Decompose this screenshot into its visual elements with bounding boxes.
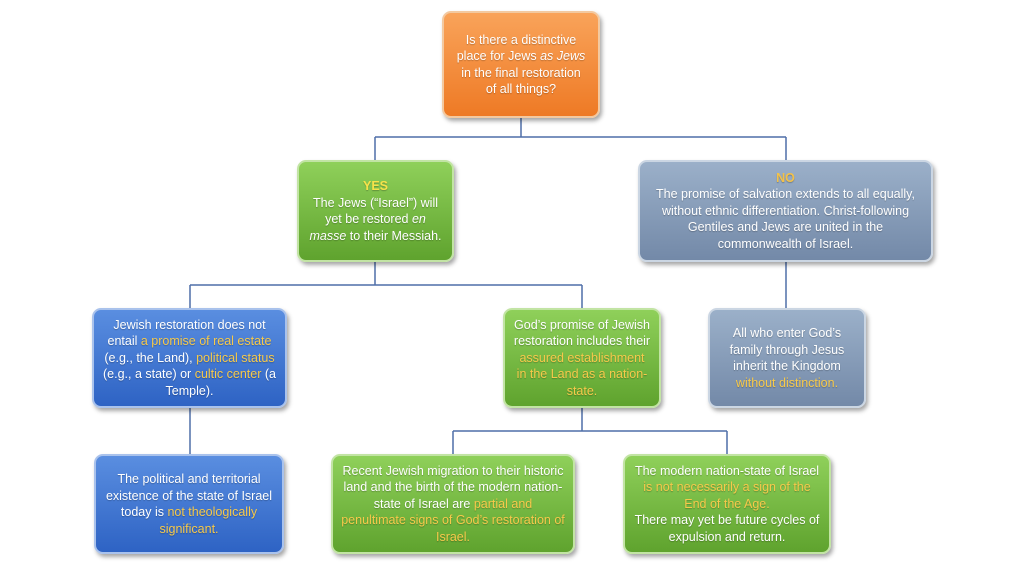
no-child-box: All who enter God’s family through Jesus… (708, 308, 866, 408)
no-child-text-body: All who enter God’s family through Jesus… (729, 326, 845, 373)
yes-right-child-right-highlight: is not necessarily a sign of the End of … (643, 480, 811, 511)
yes-label: YES (362, 179, 388, 193)
yes-left-highlight-1: a promise of real estate (140, 334, 272, 349)
yes-right-child-left-box: Recent Jewish migration to their histori… (331, 454, 575, 554)
no-label: NO (776, 170, 795, 185)
no-child-text: All who enter God’s family through Jesus… (718, 325, 856, 391)
connector-root-branches (374, 118, 787, 160)
yes-left-child-box: The political and territorial existence … (94, 454, 284, 554)
root-line-2-emphasis: as Jews (540, 49, 586, 63)
yes-right-child-left-highlight: partial and penultimate signs of God’s r… (341, 496, 565, 544)
yes-left-text-3: (e.g., a state) or (102, 367, 195, 382)
yes-left-child-text-body: The political and territorial existence … (105, 472, 273, 519)
no-child-highlight: without distinction. (735, 375, 839, 390)
no-text: The promise of salvation extends to all … (656, 187, 915, 251)
yes-left-text-2: (e.g., the Land), (104, 350, 197, 365)
yes-right-child-right-text: The modern nation-state of Israel is not… (633, 463, 821, 546)
root-question-text: Is there a distinctive place for Jews as… (452, 32, 590, 98)
no-branch-text: NO The promise of salvation extends to a… (650, 170, 921, 253)
no-branch-box: NO The promise of salvation extends to a… (638, 160, 933, 262)
yes-right-highlight: assured establishment in the Land as a n… (516, 350, 648, 398)
root-question-box: Is there a distinctive place for Jews as… (442, 11, 600, 118)
yes-right-text: God’s promise of Jewish restoration incl… (513, 317, 651, 400)
yes-text-end: to their Messiah. (346, 228, 442, 243)
yes-left-box: Jewish restoration does not entail a pro… (92, 308, 287, 408)
yes-left-child-text: The political and territorial existence … (104, 471, 274, 537)
yes-right-child-right-text-1: The modern nation-state of Israel (634, 463, 820, 478)
connector-yes-branches (189, 262, 583, 308)
yes-right-child-right-text-2: There may yet be future cycles of expuls… (634, 513, 820, 544)
yes-right-child-right-box: The modern nation-state of Israel is not… (623, 454, 831, 554)
connector-yes-right-branches (452, 408, 728, 454)
root-line-4: of all things? (485, 82, 557, 96)
yes-right-child-left-text-body: Recent Jewish migration to their histori… (342, 463, 564, 511)
yes-right-box: God’s promise of Jewish restoration incl… (503, 308, 661, 408)
yes-left-child-highlight: not theologically significant. (159, 505, 258, 536)
yes-text-start: The Jews (“Israel”) will yet be restored (312, 195, 438, 227)
yes-left-text-1: Jewish restoration does not entail (107, 317, 266, 349)
yes-left-highlight-2: political status (196, 350, 275, 365)
yes-branch-text: YES The Jews (“Israel”) will yet be rest… (307, 178, 444, 244)
root-line-2: place for Jews (456, 49, 541, 63)
root-line-1: Is there a distinctive (465, 32, 577, 47)
yes-left-text-4: (a Temple). (165, 367, 276, 398)
yes-right-child-left-text: Recent Jewish migration to their histori… (341, 463, 565, 546)
yes-left-text: Jewish restoration does not entail a pro… (102, 317, 277, 400)
yes-right-text-body: God’s promise of Jewish restoration incl… (513, 317, 651, 349)
root-line-3: in the final restoration (461, 65, 581, 80)
yes-branch-box: YES The Jews (“Israel”) will yet be rest… (297, 160, 454, 262)
yes-text-emphasis: en masse (309, 212, 426, 243)
yes-left-highlight-3: cultic center (194, 367, 262, 382)
